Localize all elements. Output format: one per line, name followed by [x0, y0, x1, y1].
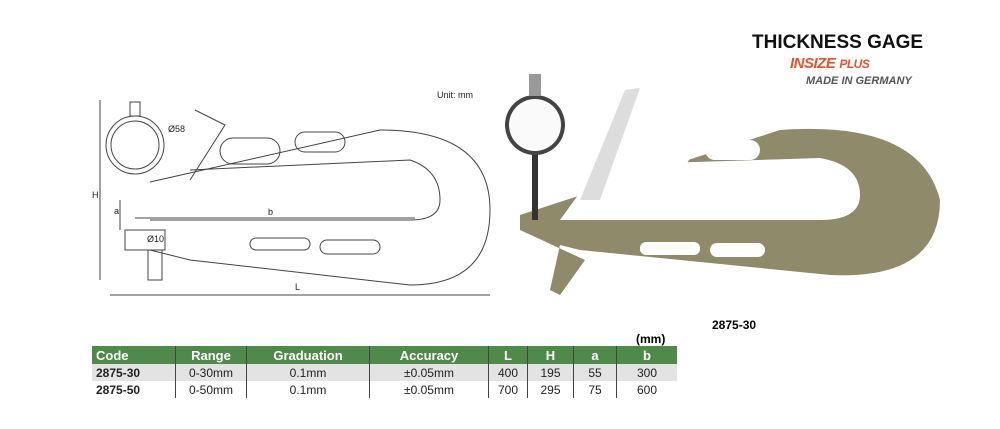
table-unit: (mm)	[636, 332, 666, 346]
col-L: L	[488, 346, 528, 364]
cell: 2875-30	[92, 364, 176, 381]
cell: 75	[573, 381, 617, 398]
cell: 195	[527, 364, 574, 381]
dim-L-label: L	[295, 282, 300, 292]
dim-b-label: b	[268, 207, 273, 217]
brand-name: INSIZE	[790, 55, 836, 72]
spec-table: Code Range Graduation Accuracy L H a b 2…	[92, 346, 677, 398]
cell: 0.1mm	[246, 381, 370, 398]
cell: 2875-50	[96, 382, 141, 397]
product-title: THICKNESS GAGE	[752, 32, 924, 53]
cell: 295	[527, 381, 574, 398]
dial-diameter-label: Ø58	[168, 124, 185, 134]
anvil-diameter-label: Ø10	[147, 234, 164, 244]
cell: 0-30mm	[175, 364, 247, 381]
cell: 400	[488, 364, 528, 381]
dim-a-label: a	[114, 206, 119, 216]
cell: 300	[616, 364, 677, 381]
unit-label: Unit: mm	[437, 90, 473, 100]
technical-drawing: Ø58 Ø10 H a b L	[92, 100, 491, 296]
col-code: Code	[92, 346, 176, 364]
table-header-row: Code Range Graduation Accuracy L H a b	[92, 346, 677, 364]
col-b: b	[616, 346, 677, 364]
cell: 0.1mm	[246, 364, 370, 381]
table-row: 2875-50 0-50mm 0.1mm ±0.05mm 700 295 75 …	[92, 381, 677, 398]
cell: 55	[573, 364, 617, 381]
col-accuracy: Accuracy	[369, 346, 489, 364]
col-range: Range	[175, 346, 247, 364]
table-row: 2875-30 0-30mm 0.1mm ±0.05mm 400 195 55 …	[92, 364, 677, 381]
dim-H-label: H	[92, 190, 99, 200]
col-H: H	[527, 346, 574, 364]
cell: 700	[488, 381, 528, 398]
photo-model-label: 2875-30	[712, 318, 757, 332]
cell: 600	[616, 381, 677, 398]
product-photo	[505, 74, 940, 295]
brand-suffix: PLUS	[839, 57, 870, 71]
col-graduation: Graduation	[246, 346, 370, 364]
made-in-label: MADE IN GERMANY	[806, 75, 912, 87]
cell: ±0.05mm	[369, 381, 489, 398]
cell: ±0.05mm	[369, 364, 489, 381]
col-a: a	[573, 346, 617, 364]
cell: 0-50mm	[175, 381, 247, 398]
